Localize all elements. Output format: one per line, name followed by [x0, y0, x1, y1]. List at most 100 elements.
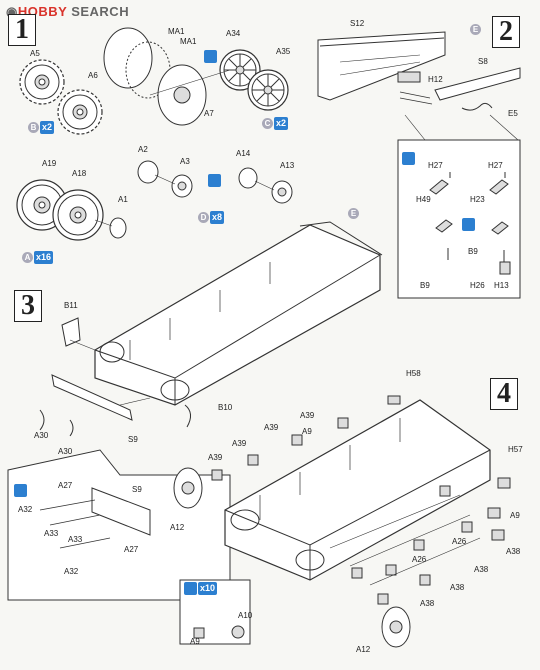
- label-a2: A2: [138, 145, 148, 154]
- label-ma1-b: MA1: [180, 37, 197, 46]
- glue-icon: [204, 50, 217, 63]
- cement-icon: [402, 152, 415, 165]
- label-s8: S8: [478, 57, 488, 66]
- label-b9-b: B9: [420, 281, 430, 290]
- label-a19: A19: [42, 159, 57, 168]
- step2-drawing: [317, 31, 521, 299]
- step-number-2: 2: [492, 16, 520, 48]
- label-h58: H58: [406, 369, 421, 378]
- label-e5: E5: [508, 109, 518, 118]
- label-a13: A13: [280, 161, 295, 170]
- idler-a14: [238, 167, 258, 189]
- label-a10: A10: [238, 611, 253, 620]
- step-number-4: 4: [490, 378, 518, 410]
- bar-s9: [51, 374, 133, 421]
- label-b11: B11: [64, 301, 78, 310]
- hub-a1: [109, 217, 127, 239]
- step4-drawing: [173, 395, 511, 648]
- glue-icon-2: [208, 174, 221, 187]
- label-h12: H12: [428, 75, 443, 84]
- qty-c: x2: [274, 117, 289, 130]
- marker-e: E: [470, 24, 481, 35]
- spoked-wheel-a35: [247, 69, 289, 111]
- cement-icon-3: [184, 582, 197, 595]
- label-a33-b: A33: [68, 535, 83, 544]
- label-a30-a: A30: [34, 431, 49, 440]
- step-number-3: 3: [14, 290, 42, 322]
- label-a39-b: A39: [264, 423, 279, 432]
- marker-e-ref: E: [348, 208, 359, 219]
- hull-lower-left: [94, 224, 381, 406]
- sprocket-a5: [19, 59, 65, 105]
- hook-e5: [461, 102, 493, 111]
- step1-drawing: [16, 27, 293, 241]
- sprocket-a6: [57, 89, 103, 135]
- watermark-logo: ◉HOBBY SEARCH: [6, 4, 129, 20]
- label-a1: A1: [118, 195, 128, 204]
- label-s9-a: S9: [128, 435, 138, 444]
- label-s12: S12: [350, 19, 365, 28]
- marker-d: D: [198, 212, 209, 223]
- label-a38-c: A38: [450, 583, 465, 592]
- label-a38-d: A38: [420, 599, 435, 608]
- wheel-rim-back: [103, 27, 153, 89]
- marker-b: B: [28, 122, 39, 133]
- label-a18: A18: [72, 169, 87, 178]
- label-a30-b: A30: [58, 447, 73, 456]
- label-h23: H23: [470, 195, 485, 204]
- idler-a2: [137, 160, 159, 184]
- label-a12-b: A12: [356, 645, 371, 654]
- logo-search: SEARCH: [71, 4, 130, 19]
- qty-x10: x10: [198, 582, 218, 595]
- marker-c: C: [262, 118, 273, 129]
- label-a26-a: A26: [452, 537, 467, 546]
- label-a9-b: A9: [510, 511, 520, 520]
- label-a27-a: A27: [58, 481, 73, 490]
- label-a6: A6: [88, 71, 98, 80]
- label-a39-a: A39: [300, 411, 315, 420]
- label-a35: A35: [276, 47, 291, 56]
- qty-b: x2: [40, 121, 55, 134]
- glue-icon-3: [462, 218, 475, 231]
- label-a32-a: A32: [18, 505, 33, 514]
- label-a38-a: A38: [506, 547, 521, 556]
- label-h49: H49: [416, 195, 431, 204]
- roadwheel-a18: [52, 189, 104, 241]
- label-b9-a: B9: [468, 247, 478, 256]
- label-a38-b: A38: [474, 565, 489, 574]
- plate-s8: [434, 67, 521, 101]
- label-h26: H26: [470, 281, 485, 290]
- label-h27-b: H27: [488, 161, 503, 170]
- label-a27-b: A27: [124, 545, 139, 554]
- label-b10: B10: [218, 403, 233, 412]
- label-a39-c: A39: [232, 439, 247, 448]
- qty-a: x16: [34, 251, 54, 264]
- qty-d: x8: [210, 211, 225, 224]
- label-s9-b: S9: [132, 485, 142, 494]
- label-a9-a: A9: [302, 427, 312, 436]
- label-a12-a: A12: [170, 523, 185, 532]
- label-a3: A3: [180, 157, 190, 166]
- hull-lower-right: [224, 399, 491, 581]
- label-a9-c: A9: [190, 637, 200, 646]
- step-number-1: 1: [8, 14, 36, 46]
- label-ma1-a: MA1: [168, 27, 185, 36]
- rear-plate-s12: [317, 31, 446, 101]
- marker-a: A: [22, 252, 33, 263]
- label-a39-d: A39: [208, 453, 223, 462]
- label-a5: A5: [30, 49, 40, 58]
- label-a34: A34: [226, 29, 241, 38]
- label-h27-a: H27: [428, 161, 443, 170]
- label-a32-b: A32: [64, 567, 79, 576]
- bracket-b11: [61, 317, 81, 347]
- cement-icon-2: [14, 484, 27, 497]
- logo-circle-icon: ◉: [6, 4, 18, 19]
- label-h13: H13: [494, 281, 509, 290]
- label-a14: A14: [236, 149, 251, 158]
- label-h57: H57: [508, 445, 523, 454]
- label-a26-b: A26: [412, 555, 427, 564]
- label-a7: A7: [204, 109, 214, 118]
- label-a33-a: A33: [44, 529, 59, 538]
